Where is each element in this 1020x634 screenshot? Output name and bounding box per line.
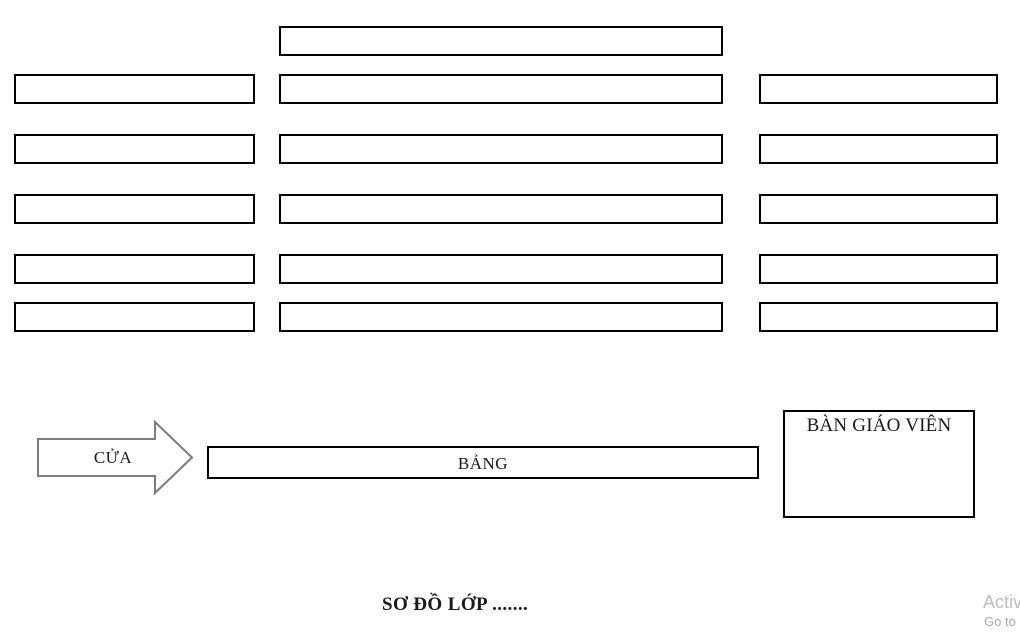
door-label: CỬA	[93, 448, 133, 467]
board-label: BẢNG	[457, 454, 509, 473]
desk-box	[279, 194, 723, 224]
desk-box	[14, 74, 255, 104]
desk-box	[14, 194, 255, 224]
board-box: BẢNG	[207, 446, 759, 479]
activate-windows-watermark-line1: Activ	[983, 592, 1020, 612]
desk-box	[279, 26, 723, 56]
desk-box	[279, 134, 723, 164]
desk-box	[759, 302, 998, 332]
desk-box	[279, 302, 723, 332]
desk-box	[14, 134, 255, 164]
desk-box	[759, 134, 998, 164]
diagram-title: SƠ ĐỒ LỚP .......	[382, 594, 529, 615]
desk-box	[279, 74, 723, 104]
teacher-desk-label: BÀN GIÁO VIÊN	[806, 415, 952, 436]
desk-box	[759, 74, 998, 104]
desk-box	[14, 302, 255, 332]
desk-box	[14, 254, 255, 284]
desk-box	[759, 254, 998, 284]
activate-windows-watermark-line2: Go to	[984, 614, 1016, 629]
desk-box	[759, 194, 998, 224]
door-arrow-icon	[37, 419, 194, 496]
teacher-desk-box: BÀN GIÁO VIÊN	[783, 410, 975, 518]
desk-box	[279, 254, 723, 284]
